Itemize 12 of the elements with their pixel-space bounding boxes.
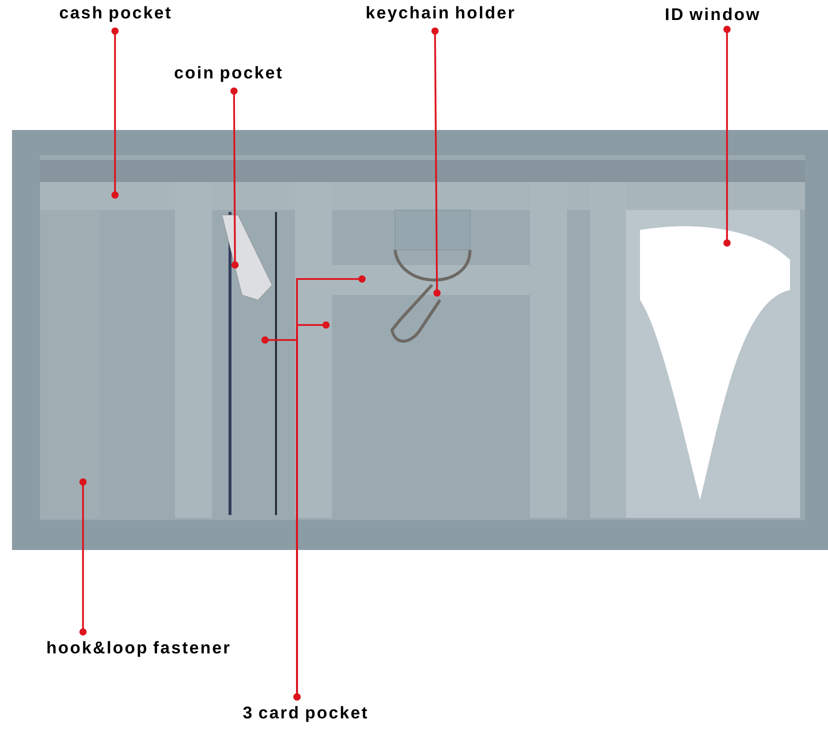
- callout-label: hook&loop fastener: [47, 641, 230, 657]
- callout-label: cash pocket: [60, 6, 171, 22]
- callout-label: 3 card pocket: [243, 706, 367, 722]
- callout-label: coin pocket: [174, 66, 282, 82]
- callout-label: ID window: [666, 8, 760, 20]
- leader-line: [111, 27, 119, 199]
- leader-line: [79, 478, 87, 636]
- leader-line: [230, 87, 239, 269]
- callout-label: keychain holder: [366, 6, 514, 22]
- leader-line: [431, 27, 441, 297]
- leader-line: [261, 336, 301, 701]
- leader-line: [723, 26, 731, 247]
